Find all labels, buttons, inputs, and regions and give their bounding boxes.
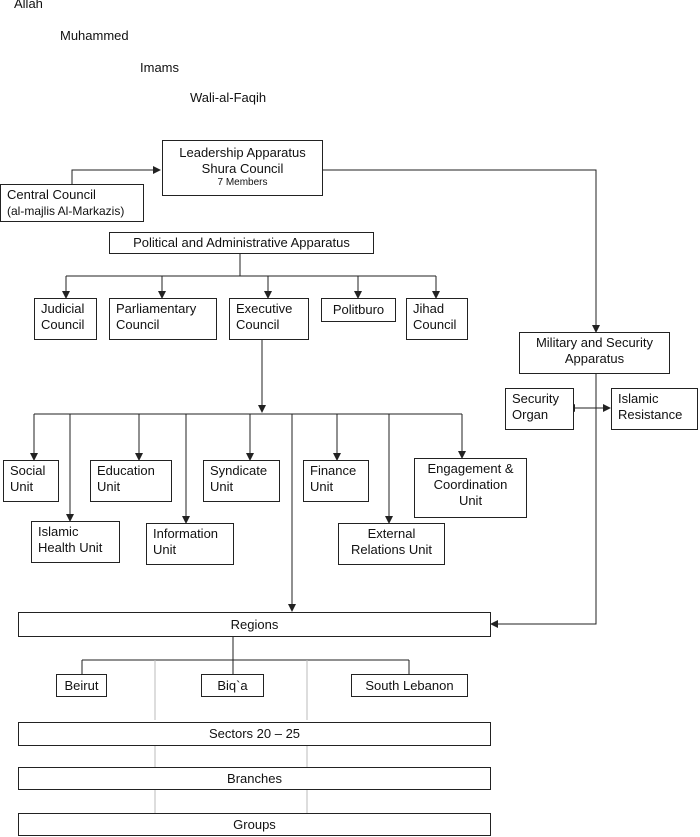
executive-council-box: Executive Council [229,298,309,340]
biqa-box: Biq`a [201,674,264,697]
social-line2: Unit [10,479,34,494]
branches-box: Branches [18,767,491,790]
security-organ-box: Security Organ [505,388,574,430]
connector-leadership-military [323,169,600,333]
hierarchy-allah: Allah [14,0,43,11]
syndicate-line2: Unit [210,479,234,494]
information-line1: Information [153,526,219,541]
politburo-box: Politburo [321,298,396,322]
groups-label: Groups [233,816,276,832]
hierarchy-wali-al-faqih: Wali-al-Faqih [190,90,267,105]
connector-military-regions [490,374,597,628]
engagement-line1: Engagement & [427,461,514,476]
islamic-resistance-line1: Islamic [618,391,659,406]
central-council-box: Central Council (al-majlis Al-Markazis) [0,184,144,222]
finance-line1: Finance [310,463,357,478]
beirut-label: Beirut [64,677,99,693]
south-lebanon-label: South Lebanon [365,677,454,693]
islamic-health-unit-box: Islamic Health Unit [31,521,120,563]
parliamentary-line2: Council [116,317,160,332]
hierarchy-imams: Imams [140,60,179,75]
political-label: Political and Administrative Apparatus [133,235,350,250]
biqa-label: Biq`a [217,677,248,693]
syndicate-line1: Syndicate [210,463,268,478]
social-line1: Social [10,463,46,478]
leadership-line2: Shura Council [201,161,284,176]
military-line2: Apparatus [564,351,625,366]
education-line1: Education [97,463,155,478]
south-lebanon-box: South Lebanon [351,674,468,697]
external-line2: Relations Unit [351,542,432,557]
jihad-line1: Jihad [413,301,445,316]
jihad-line2: Council [413,317,457,332]
security-organ-line2: Organ [512,407,549,422]
groups-box: Groups [18,813,491,836]
syndicate-unit-box: Syndicate Unit [203,460,280,502]
executive-line1: Executive [236,301,293,316]
sectors-box: Sectors 20 – 25 [18,722,491,746]
beirut-box: Beirut [56,674,107,697]
education-line2: Unit [97,479,121,494]
judicial-line1: Judicial [41,301,85,316]
judicial-council-box: Judicial Council [34,298,97,340]
jihad-council-box: Jihad Council [406,298,468,340]
sectors-label: Sectors 20 – 25 [208,726,301,741]
leadership-apparatus-box: Leadership Apparatus Shura Council 7 Mem… [162,140,323,196]
regions-box: Regions [18,612,491,637]
islamic-health-line1: Islamic [38,524,79,539]
parliamentary-line1: Parliamentary [116,301,197,316]
islamic-health-line2: Health Unit [38,540,103,555]
military-security-box: Military and Security Apparatus [519,332,670,374]
central-council-line2: (al-majlis Al-Markazis) [7,204,125,218]
central-council-line1: Central Council [7,187,96,202]
finance-line2: Unit [310,479,334,494]
political-administrative-box: Political and Administrative Apparatus [109,232,374,254]
engagement-line3: Unit [458,493,483,508]
information-line2: Unit [153,542,177,557]
islamic-resistance-box: Islamic Resistance [611,388,698,430]
external-relations-unit-box: External Relations Unit [338,523,445,565]
information-unit-box: Information Unit [146,523,234,565]
politburo-label: Politburo [332,302,385,317]
leadership-line1: Leadership Apparatus [179,145,306,160]
social-unit-box: Social Unit [3,460,59,502]
security-organ-line1: Security [512,391,559,406]
executive-line2: Council [236,317,280,332]
regions-label: Regions [230,616,279,632]
education-unit-box: Education Unit [90,460,172,502]
external-line1: External [367,526,416,541]
engagement-coordination-unit-box: Engagement & Coordination Unit [414,458,527,518]
judicial-line2: Council [41,317,85,332]
parliamentary-council-box: Parliamentary Council [109,298,217,340]
connector-central-leadership [71,166,161,184]
islamic-resistance-line2: Resistance [618,407,683,422]
engagement-line2: Coordination [433,477,508,492]
military-line1: Military and Security [535,335,654,350]
finance-unit-box: Finance Unit [303,460,369,502]
leadership-members: 7 Members [217,177,268,188]
branches-label: Branches [227,770,282,786]
hierarchy-muhammed: Muhammed [60,28,129,43]
